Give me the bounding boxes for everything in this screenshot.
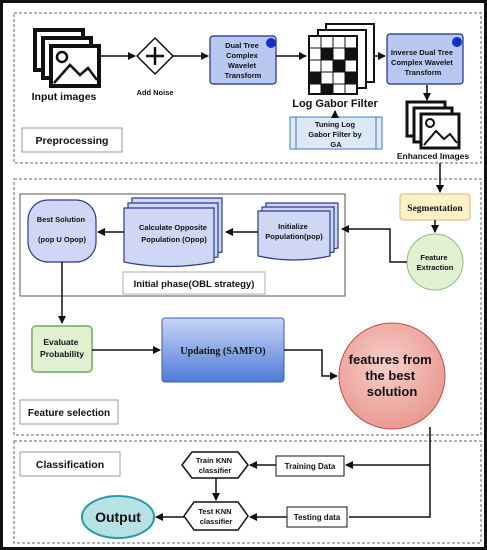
preprocessing-section bbox=[13, 12, 482, 164]
preprocessing-label: Preprocessing bbox=[36, 135, 109, 147]
classification-section bbox=[13, 440, 482, 544]
feature-selection-arrows bbox=[58, 220, 439, 380]
output-ellipse bbox=[81, 495, 155, 539]
dtcwt-label: Dual Tree Complex Wavelet Transform bbox=[225, 41, 262, 80]
best-solution-label: Best Solution (pop U Opop) bbox=[37, 215, 87, 244]
training-data-label: Training Data bbox=[285, 462, 336, 471]
tuning-ga-label: Tuning Log Gabor Filter by GA bbox=[308, 120, 363, 149]
updating-samfo-label: Updating (SAMFO) bbox=[180, 346, 265, 357]
add-noise-label: Add Noise bbox=[136, 88, 173, 97]
train-knn-hexagon bbox=[181, 451, 249, 479]
input-images-icon bbox=[33, 28, 101, 88]
initialize-population-shape bbox=[257, 202, 339, 261]
dtcwt-box bbox=[209, 35, 277, 85]
training-data-box bbox=[275, 455, 345, 477]
preprocessing-arrows bbox=[101, 52, 444, 193]
preprocessing-label-box bbox=[21, 127, 123, 153]
feature-extraction-circle bbox=[406, 233, 464, 291]
idtcwt-box bbox=[386, 33, 464, 85]
initial-phase-label: Initial phase(OBL strategy) bbox=[134, 279, 255, 290]
feature-extraction-label: Feature Extraction bbox=[417, 253, 454, 272]
classification-label-box bbox=[19, 451, 121, 477]
best-solution-box bbox=[27, 199, 97, 263]
tuning-ga-box bbox=[289, 116, 383, 150]
enhanced-images-label: Enhanced Images bbox=[397, 151, 470, 161]
segmentation-label: Segmentation bbox=[407, 204, 463, 214]
opposite-population-label: Calculate Opposite Population (Opop) bbox=[139, 223, 209, 244]
initialize-population-label: Initialize Population(pop) bbox=[265, 222, 323, 241]
idtcwt-dot bbox=[452, 37, 462, 47]
test-knn-label: Test KNN classifier bbox=[198, 507, 233, 526]
idtcwt-label: Inverse Dual Tree Complex Wavelet Transf… bbox=[391, 48, 455, 77]
feature-selection-section bbox=[13, 178, 482, 436]
evaluate-probability-box bbox=[31, 325, 93, 373]
plus-icon bbox=[146, 47, 164, 65]
dtcwt-dot bbox=[266, 38, 276, 48]
log-gabor-filter-icon bbox=[308, 23, 375, 95]
log-gabor-label: Log Gabor Filter bbox=[292, 98, 378, 110]
features-best-solution-circle bbox=[338, 322, 446, 430]
train-knn-label: Train KNN classifier bbox=[196, 456, 234, 475]
classification-label: Classification bbox=[36, 459, 104, 471]
output-label: Output bbox=[95, 509, 141, 525]
input-images-label: Input images bbox=[32, 91, 97, 103]
features-best-solution-label: features from the best solution bbox=[349, 352, 436, 399]
feature-selection-label-box bbox=[19, 399, 119, 425]
initial-phase-label-box bbox=[122, 271, 266, 295]
opposite-population-shape bbox=[123, 197, 223, 268]
test-knn-hexagon bbox=[183, 501, 249, 531]
feature-selection-label: Feature selection bbox=[28, 408, 110, 419]
evaluate-probability-label: Evaluate Probability bbox=[40, 337, 84, 359]
classification-arrows bbox=[155, 427, 431, 521]
testing-data-label: Testing data bbox=[294, 513, 341, 522]
enhanced-images-icon bbox=[405, 100, 461, 150]
